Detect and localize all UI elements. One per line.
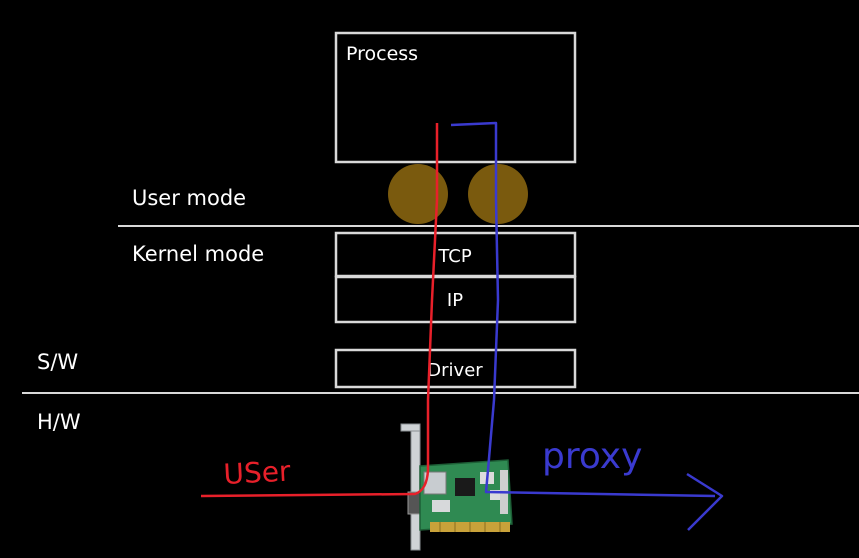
- network-interface-card-icon: [400, 423, 513, 551]
- kernel-mode-label: Kernel mode: [132, 242, 264, 266]
- sw-label: S/W: [37, 350, 78, 374]
- user-mode-label: User mode: [132, 186, 246, 210]
- ip-box: [334, 275, 577, 324]
- driver-box: [334, 348, 577, 389]
- process-label: Process: [346, 43, 418, 65]
- process-box: [334, 31, 577, 164]
- proxy-arrow-head: [686, 472, 724, 531]
- proxy-path-line: [450, 121, 716, 498]
- driver-label: Driver: [427, 360, 483, 381]
- user-path-annotation: USer: [223, 455, 292, 491]
- hw-label: H/W: [37, 410, 81, 434]
- tcp-label: TCP: [437, 246, 472, 267]
- proxy-socket: [468, 164, 528, 224]
- ip-label: IP: [447, 290, 463, 311]
- user-path-line: [200, 123, 439, 498]
- proxy-path-annotation: proxy: [542, 436, 642, 477]
- user-socket: [388, 164, 448, 224]
